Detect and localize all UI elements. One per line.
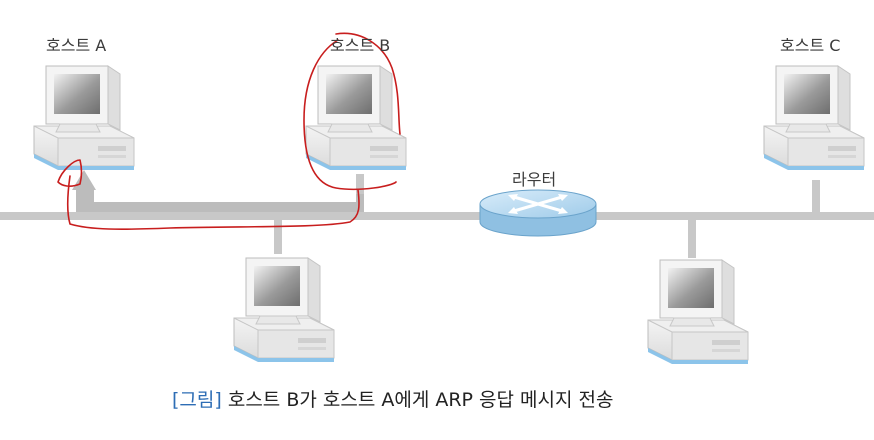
router-icon: [479, 189, 597, 237]
caption-tag: [그림]: [172, 389, 222, 411]
arp-reply-arrow: [72, 170, 364, 212]
figure-caption: [그림] 호스트 B가 호스트 A에게 ARP 응답 메시지 전송: [172, 385, 614, 412]
host-e-computer: [647, 259, 749, 365]
host-c-computer: [763, 65, 865, 171]
network-cable: [0, 174, 874, 258]
router-label: 라우터: [512, 170, 557, 189]
host-d-computer: [233, 257, 335, 363]
handwritten-annotation: [57, 32, 401, 230]
host-c-label: 호스트 C: [780, 36, 841, 55]
host-a-computer: [33, 65, 135, 171]
host-a-label: 호스트 A: [46, 36, 107, 55]
caption-text: 호스트 B가 호스트 A에게 ARP 응답 메시지 전송: [227, 389, 614, 411]
host-b-computer: [305, 65, 407, 171]
host-b-label: 호스트 B: [330, 36, 391, 55]
